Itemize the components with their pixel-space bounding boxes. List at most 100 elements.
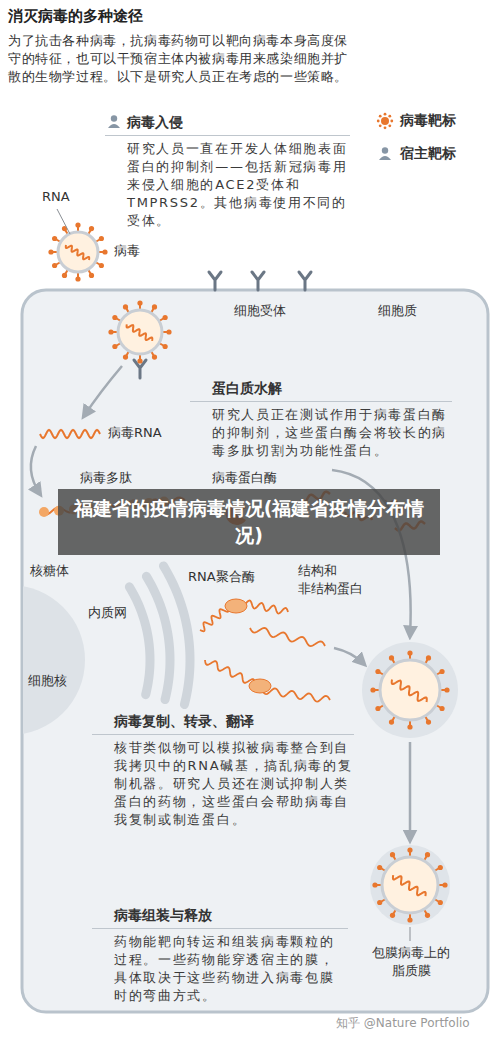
receptor-stem	[252, 272, 264, 290]
part-label: 核糖体	[30, 562, 69, 580]
part-label: 病毒RNA	[108, 424, 162, 442]
target-icon-ray	[379, 115, 382, 118]
virus-spike-tip	[370, 687, 375, 692]
legend-text: 病毒靶标	[400, 112, 456, 130]
part-label: 病毒	[114, 242, 140, 260]
receptor-stem	[299, 272, 311, 290]
section-body: 研究人员正在测试作用于病毒蛋白酶的抑制剂，这些蛋白酶会将较长的病毒多肽切割为功能…	[190, 406, 452, 460]
endoplasmic-reticulum	[146, 576, 170, 699]
virus-spike-tip	[390, 852, 395, 857]
virus-spike-tip	[439, 669, 444, 674]
endoplasmic-reticulum	[163, 566, 190, 705]
virus-spike-tip	[407, 847, 412, 852]
virus-spike-tip	[375, 669, 380, 674]
virus-particle	[108, 300, 171, 363]
virus-spike-tip	[166, 329, 171, 334]
section-box: 蛋白质水解研究人员正在测试作用于病毒蛋白酶的抑制剂，这些蛋白酶会将较长的病毒多肽…	[190, 378, 452, 462]
host-icon-body	[108, 124, 120, 128]
legend-swatch	[376, 112, 394, 130]
virus-halo	[370, 845, 450, 925]
legend-row: 宿主靶标	[376, 145, 456, 163]
virus-rna	[127, 324, 153, 341]
part-label: 细胞核	[28, 672, 67, 690]
target-icon-ray	[384, 126, 387, 129]
legend-row: 病毒靶标	[376, 112, 456, 130]
host-icon-head	[111, 115, 117, 121]
virus-spike-tip	[152, 304, 157, 309]
virus-rna	[66, 245, 89, 260]
virus-spike-tip	[425, 913, 430, 918]
target-icon-ray	[379, 124, 382, 127]
overlay-banner: 福建省的疫情病毒情况(福建省疫情分布情况)	[58, 489, 440, 555]
virus-spike-tip	[444, 687, 449, 692]
section-heading: 病毒复制、转录、翻译	[92, 711, 354, 735]
rna-polymerase	[249, 679, 271, 693]
virus-spike-tip	[137, 300, 142, 305]
target-icon-ray	[388, 124, 391, 127]
virus-spike-tip	[377, 900, 382, 905]
virus-spike-tip	[52, 263, 57, 268]
part-label: 内质网	[88, 604, 127, 622]
title: 消灭病毒的多种途径	[8, 6, 143, 26]
ribosome-bead	[39, 507, 49, 517]
section-body: 药物能靶向转运和组装病毒颗粒的过程。一些药物能穿透宿主的膜，具体取决于这些药物进…	[92, 933, 348, 1005]
virus-spike-tip	[438, 865, 443, 870]
virus-spike-tip	[375, 706, 380, 711]
virus-spike-tip	[372, 882, 377, 887]
part-label: 病毒蛋白酶	[212, 469, 277, 487]
virus-spike-tip	[62, 273, 67, 278]
part-label: 结构和 非结构蛋白	[298, 562, 370, 598]
virus-spike-tip	[439, 706, 444, 711]
virus-spike-tip	[377, 865, 382, 870]
endoplasmic-reticulum	[129, 587, 150, 695]
virus-spike-tip	[75, 222, 80, 227]
target-icon-ray	[388, 115, 391, 118]
section-body: 研究人员一直在开发人体细胞表面蛋白的抑制剂——包括新冠病毒用来侵入细胞的ACE2…	[105, 140, 350, 230]
process-arrow	[31, 446, 40, 494]
virus-spike-tip	[426, 719, 431, 724]
legend-text: 宿主靶标	[400, 145, 456, 163]
host-icon-body	[379, 156, 391, 160]
virus-envelope	[58, 232, 98, 272]
virus-particle	[362, 642, 458, 738]
virus-envelope	[380, 660, 440, 720]
part-label: 包膜病毒上的 脂质膜	[368, 944, 454, 980]
cell-receptor	[299, 272, 311, 290]
virus-rna	[392, 680, 427, 703]
virus-spike-tip	[89, 273, 94, 278]
process-arrow	[84, 366, 122, 416]
virus-spike-tip	[123, 304, 128, 309]
virus-spike-tip	[389, 655, 394, 660]
nucleus-group	[23, 566, 190, 735]
virus-spike-tip	[390, 913, 395, 918]
rna-polymerase	[225, 599, 247, 613]
virus-spike-tip	[112, 344, 117, 349]
rna-strand	[262, 688, 330, 701]
part-label: RNA聚合酶	[188, 568, 255, 586]
cell-receptor	[209, 272, 221, 290]
intro-text: 为了抗击各种病毒，抗病毒药物可以靶向病毒本身高度保守的特征，也可以干预宿主体内被…	[8, 32, 358, 86]
section-icon	[108, 115, 120, 128]
virus-spike-tip	[48, 249, 53, 254]
part-label: 细胞受体	[234, 302, 286, 320]
virus-particle	[48, 222, 107, 281]
nucleus	[23, 585, 85, 735]
host-icon-head	[382, 147, 388, 153]
process-arrow	[409, 742, 412, 840]
legend: 病毒靶标宿主靶标	[376, 112, 456, 178]
target-icon-ray	[384, 113, 387, 116]
target-icon-core	[381, 117, 389, 125]
virus-spike-tip	[112, 315, 117, 320]
viral-rna	[40, 430, 100, 438]
virus-spike-tip	[426, 655, 431, 660]
virus-spike-tip	[442, 882, 447, 887]
virus-spike-tip	[89, 226, 94, 231]
virus-halo	[362, 642, 458, 738]
virus-spike-tip	[163, 344, 168, 349]
virus-envelope	[118, 310, 162, 354]
virus-spike-tip	[52, 236, 57, 241]
receptor-stem	[209, 272, 221, 290]
section-heading: 病毒入侵	[105, 112, 350, 136]
rna-strand	[250, 628, 325, 646]
